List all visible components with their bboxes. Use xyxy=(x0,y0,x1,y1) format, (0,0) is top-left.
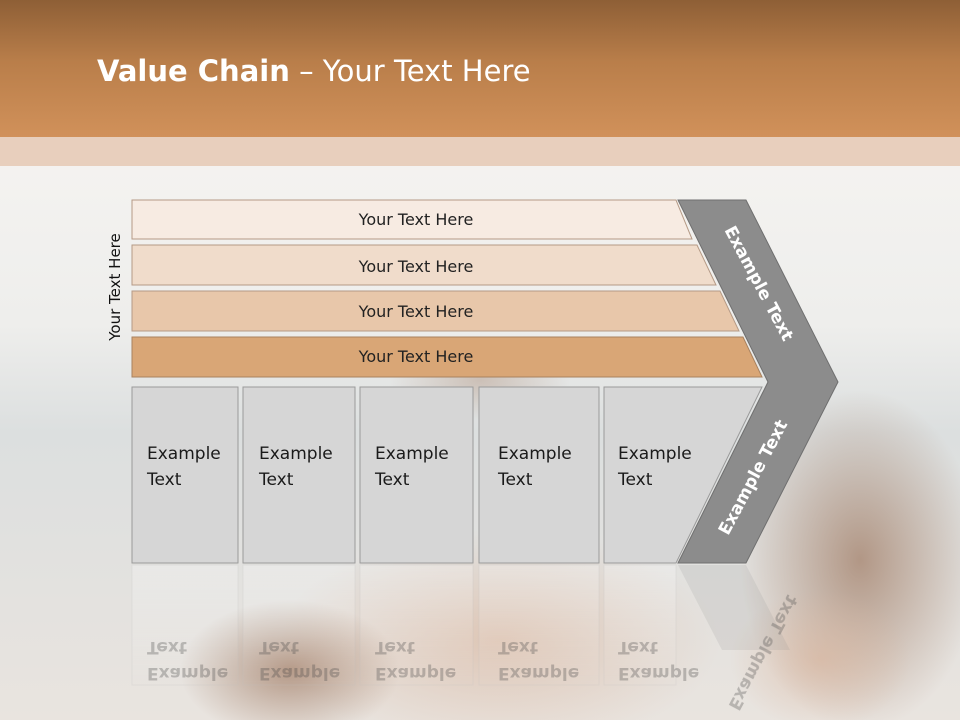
box-text-2a: Example xyxy=(259,444,333,464)
bar-label-1: Your Text Here xyxy=(358,210,474,229)
box-text-4a: Example xyxy=(498,444,572,464)
refl-text-1b: Text xyxy=(147,637,187,657)
box-text-1a: Example xyxy=(147,444,221,464)
activity-box-4 xyxy=(478,386,600,564)
title-rest: – Your Text Here xyxy=(289,54,531,88)
header-band xyxy=(0,137,960,166)
refl-text-2a: Example xyxy=(259,663,340,683)
activity-box-2 xyxy=(242,386,356,564)
header-bar xyxy=(0,0,960,137)
slide-title: Value Chain – Your Text Here xyxy=(97,54,531,88)
title-bold: Value Chain xyxy=(97,54,290,88)
refl-text-5b: Text xyxy=(618,637,658,657)
refl-text-4a: Example xyxy=(498,663,579,683)
bar-shape-2 xyxy=(131,244,717,286)
bar-shape-1 xyxy=(131,199,693,240)
box-text-2b: Text xyxy=(258,470,294,490)
bar-label-3: Your Text Here xyxy=(358,302,474,321)
bar-shape-4 xyxy=(131,336,763,378)
refl-text-5a: Example xyxy=(618,663,699,683)
box-text-1b: Text xyxy=(146,470,182,490)
box-text-5b: Text xyxy=(617,470,653,490)
refl-text-2b: Text xyxy=(259,637,299,657)
activity-box-3 xyxy=(359,386,474,564)
activity-box-1 xyxy=(131,386,239,564)
box-text-3b: Text xyxy=(374,470,410,490)
refl-text-1a: Example xyxy=(147,663,228,683)
box-text-5a: Example xyxy=(618,444,692,464)
bar-label-4: Your Text Here xyxy=(358,347,474,366)
bar-shape-3 xyxy=(131,290,740,332)
refl-text-3a: Example xyxy=(375,663,456,683)
refl-text-4b: Text xyxy=(498,637,538,657)
chevron-arrow xyxy=(677,199,839,564)
diagram-reflection xyxy=(131,564,790,686)
refl-text-3b: Text xyxy=(375,637,415,657)
bar-label-2: Your Text Here xyxy=(358,257,474,276)
activity-box-5 xyxy=(603,386,763,564)
box-text-4b: Text xyxy=(497,470,533,490)
box-text-3a: Example xyxy=(375,444,449,464)
